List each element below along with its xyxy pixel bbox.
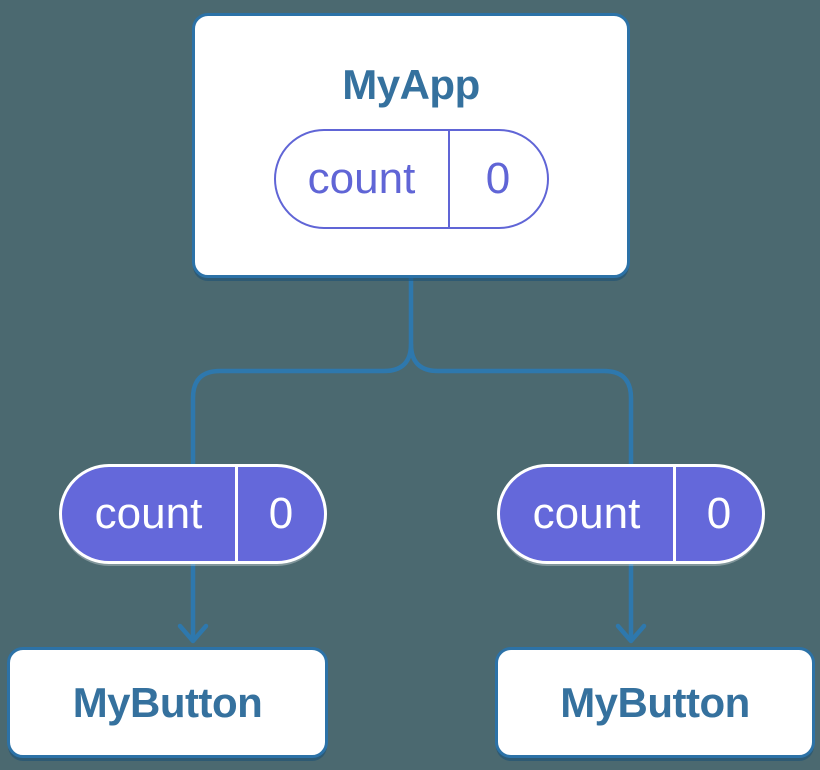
state-pill-left-label: count (94, 489, 203, 538)
state-pill-myapp: count 0 (273, 129, 549, 229)
left-arrowhead-icon (177, 623, 209, 644)
right-arrowhead-icon (615, 623, 647, 644)
node-mybutton-right-title: MyButton (560, 678, 750, 726)
state-pill-right-button: count 0 (497, 464, 765, 564)
node-mybutton-left: MyButton (7, 647, 328, 758)
state-pill-right-label: count (532, 489, 641, 538)
state-pill-myapp-label: count (307, 154, 416, 203)
state-pill-left-value: 0 (235, 467, 324, 561)
state-pill-right-value: 0 (673, 467, 762, 561)
node-mybutton-left-title: MyButton (72, 678, 263, 726)
node-myapp-title: MyApp (342, 61, 480, 108)
left-branch-connector (190, 343, 414, 638)
state-pill-left-button: count 0 (59, 464, 327, 564)
node-myapp: MyApp count 0 (192, 13, 630, 278)
right-branch-connector (408, 343, 634, 638)
state-pill-myapp-value: 0 (447, 131, 547, 227)
node-mybutton-right: MyButton (495, 647, 815, 758)
